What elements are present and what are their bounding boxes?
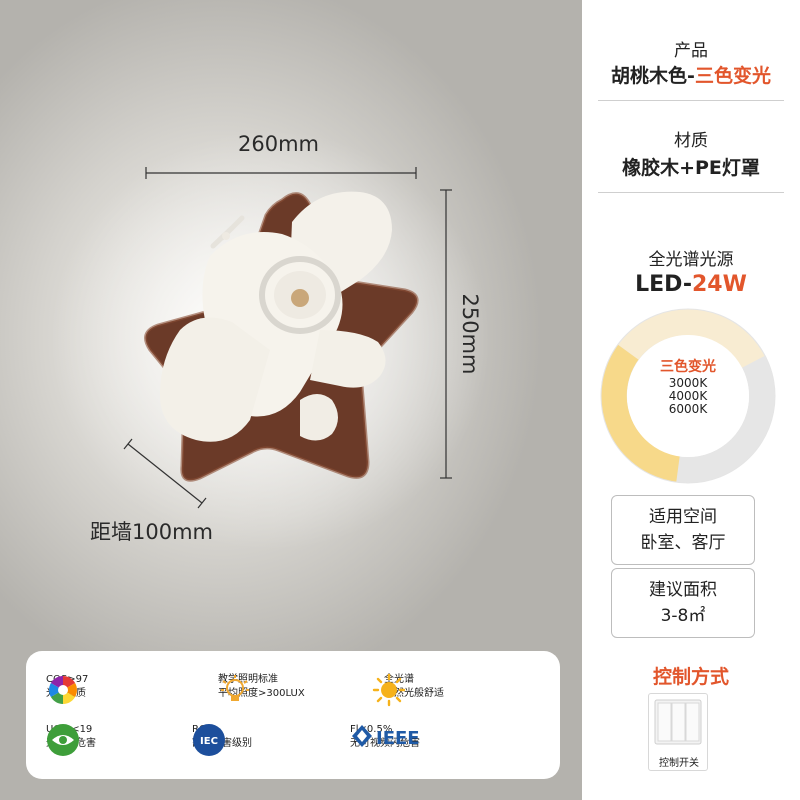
iec-logo-text: IEC (200, 736, 218, 747)
wall-switch-icon (654, 699, 702, 745)
light-source-value: LED-24W (582, 272, 800, 297)
material-value: 橡胶木+PE灯罩 (622, 157, 760, 179)
switch-card: 控制开关 (648, 693, 708, 771)
width-dimension-line (145, 167, 417, 179)
feature-line2: 自然光般舒适 (384, 688, 444, 699)
control-title: 控制方式 (652, 666, 729, 688)
switch-label: 控制开关 (659, 758, 699, 769)
feature-ugr: UGR <19 无眩光危害 (46, 723, 96, 756)
feature-line2: 平均照度>300LUX (218, 688, 305, 699)
color-temp-ring (600, 308, 776, 484)
features-panel: CQS>97 光色品质 教学照明标准 平均照度>300LUX (26, 651, 560, 779)
divider (598, 100, 784, 101)
feature-rgo: IEC RGO 豁免伤害级别 (192, 723, 252, 756)
area-box: 建议面积 3-8㎡ (611, 568, 755, 638)
product-photo: 260mm 250mm 距墙100mm CQS>97 光色品质 (0, 0, 582, 800)
sun-icon (372, 673, 406, 707)
height-label: 250mm (458, 293, 482, 375)
lamp-illustration (50, 130, 490, 550)
ring-temps: 3000K 4000K 6000K (638, 377, 738, 416)
light-value-main: LED- (635, 272, 692, 297)
feature-flicker: IEEE Fl<0.5% 无可视频闪危害 (350, 723, 420, 751)
feature-lighting-standard: 教学照明标准 平均照度>300LUX (218, 673, 305, 701)
area-title: 建议面积 (649, 580, 717, 600)
ring-cream-segment (617, 309, 765, 369)
feature-full-spectrum: 全光谱 自然光般舒适 (372, 673, 444, 707)
product-value-accent: 三色变光 (694, 65, 771, 87)
ring-temp-item: 4000K (668, 389, 708, 403)
ieee-logo-icon: IEEE (352, 725, 420, 749)
ring-yellow-segment (600, 344, 681, 482)
area-value: 3-8㎡ (660, 606, 706, 626)
product-value-main: 胡桃木色- (611, 65, 695, 87)
feature-line1: Fl<0.5% (350, 724, 393, 735)
divider (598, 192, 784, 193)
feature-line1: 教学照明标准 (218, 674, 278, 685)
product-value: 胡桃木色-三色变光 (582, 61, 800, 88)
depth-dimension-line (123, 438, 207, 509)
lightbulb-icon (221, 675, 249, 701)
ring-temp-item: 6000K (668, 402, 708, 416)
color-wheel-icon (49, 676, 77, 704)
product-title: 产品 (674, 41, 708, 61)
space-title: 适用空间 (649, 507, 717, 527)
iec-logo-icon: IEC (193, 724, 225, 756)
feature-cqs: CQS>97 光色品质 (46, 673, 88, 704)
wall-distance-label: 距墙100mm (90, 520, 213, 544)
space-box: 适用空间 卧室、客厅 (611, 495, 755, 565)
feature-line2: 无可视频闪危害 (350, 738, 420, 749)
eye-icon (47, 724, 79, 756)
width-label: 260mm (238, 132, 319, 156)
light-source-title: 全光谱光源 (648, 250, 734, 270)
height-dimension-line (440, 189, 452, 479)
spec-column: 产品 胡桃木色-三色变光 材质 橡胶木+PE灯罩 全光谱光源 LED-24W 三… (582, 0, 800, 800)
ieee-logo-text: IEEE (376, 728, 420, 749)
airplane-shade (160, 191, 392, 442)
space-value: 卧室、客厅 (640, 533, 726, 553)
light-value-accent: 24W (691, 272, 747, 297)
ring-temp-item: 3000K (668, 376, 708, 390)
material-title: 材质 (674, 131, 708, 151)
ring-title: 三色变光 (660, 359, 716, 375)
